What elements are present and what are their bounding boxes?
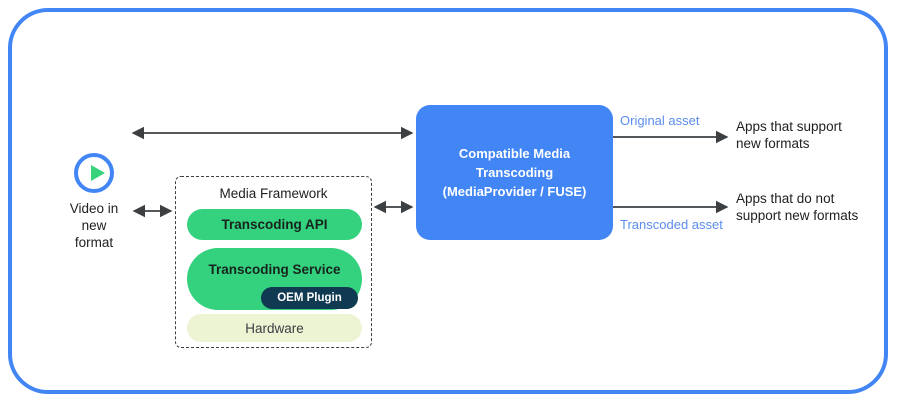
compatible-media-transcoding-box: Compatible Media Transcoding (MediaProvi… <box>416 105 613 240</box>
transcoded-asset-label: Transcoded asset <box>620 217 723 232</box>
oem-plugin-badge: OEM Plugin <box>261 287 358 309</box>
video-caption-line2: new <box>81 218 107 233</box>
apps-supporting-line2: new formats <box>736 136 810 151</box>
play-circle-icon <box>74 153 114 193</box>
cmt-line3: (MediaProvider / FUSE) <box>442 184 587 199</box>
video-caption-line1: Video in <box>69 201 119 216</box>
cmt-line2: Transcoding <box>475 165 554 180</box>
apps-not-supporting-line2: support new formats <box>736 208 859 223</box>
video-source-caption: Video in new format <box>42 200 146 251</box>
video-caption-line3: format <box>74 235 114 250</box>
apps-not-supporting-line1: Apps that do not <box>736 191 835 206</box>
play-triangle-icon <box>91 165 105 181</box>
apps-supporting-line1: Apps that support <box>736 119 842 134</box>
outer-frame-border <box>8 8 888 394</box>
layer-transcoding-api-label: Transcoding API <box>221 217 328 232</box>
media-framework-group: Media Framework Transcoding API Transcod… <box>175 176 372 348</box>
media-framework-title: Media Framework <box>219 186 328 201</box>
layer-hardware: Hardware <box>187 314 362 342</box>
apps-not-supporting-label: Apps that do not support new formats <box>736 190 858 224</box>
original-asset-label: Original asset <box>620 113 700 128</box>
apps-supporting-label: Apps that support new formats <box>736 118 842 152</box>
layer-transcoding-api: Transcoding API <box>187 209 362 240</box>
oem-plugin-badge-label: OEM Plugin <box>277 292 342 304</box>
layer-hardware-label: Hardware <box>245 320 304 336</box>
cmt-line1: Compatible Media <box>458 146 571 161</box>
layer-transcoding-service-label: Transcoding Service <box>208 262 341 277</box>
